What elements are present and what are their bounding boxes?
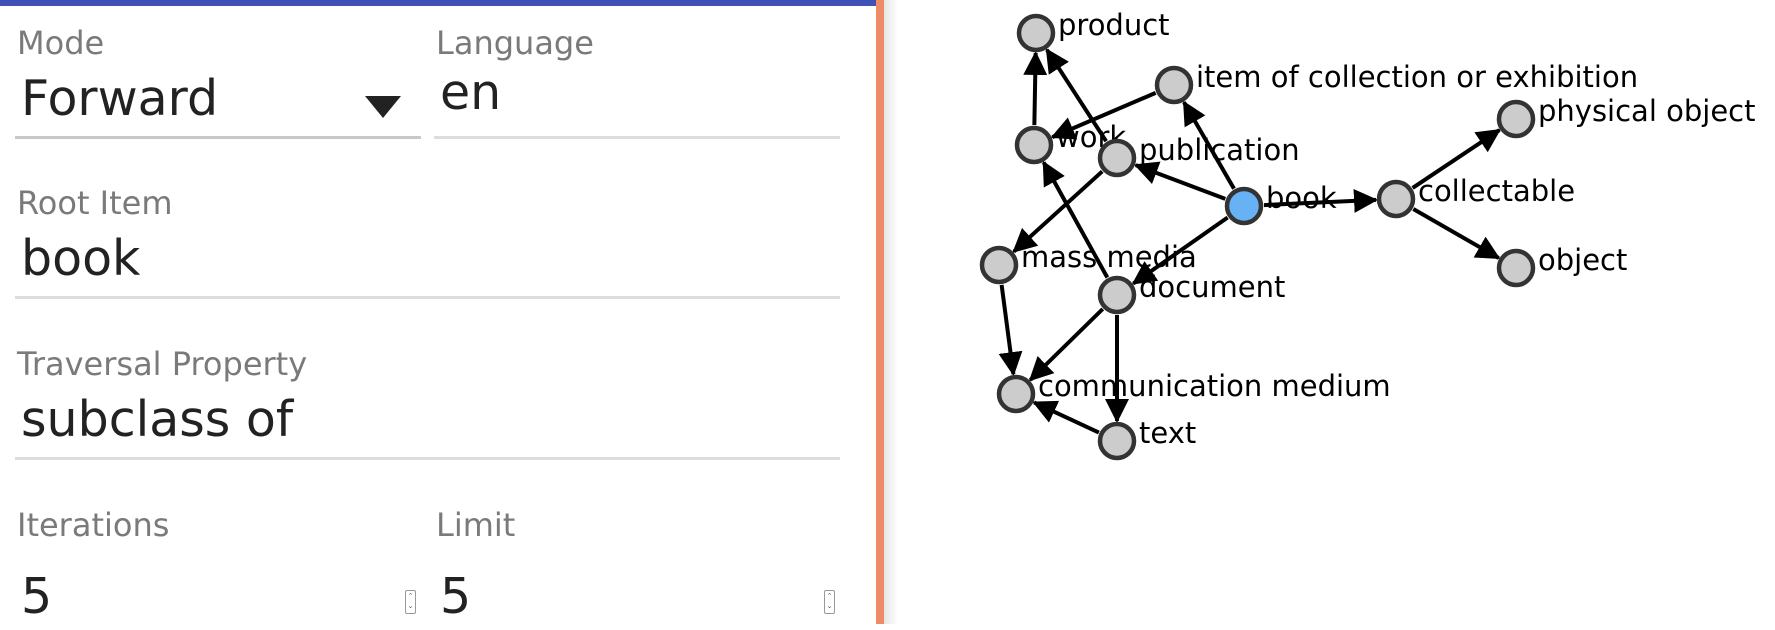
mode-value: Forward [21, 70, 219, 127]
edge-book-to-publication [1133, 161, 1226, 201]
edge-document-to-comm [1028, 307, 1105, 382]
mode-label: Mode [17, 24, 105, 62]
edge-book-to-document [1131, 215, 1229, 286]
iterations-stepper[interactable]: ⌃⌄ [405, 590, 416, 614]
traversal-property-label: Traversal Property [17, 345, 308, 383]
graph-node-document[interactable]: document [1097, 270, 1285, 315]
root-item-underline [15, 296, 840, 299]
node-circle-work[interactable] [1014, 125, 1054, 165]
graph-node-item[interactable]: item of collection or exhibition [1154, 60, 1638, 105]
edge-collectable-to-physical [1411, 128, 1502, 190]
edge-publication-to-product [1045, 48, 1108, 143]
language-field[interactable]: Language en [434, 24, 840, 164]
node-circle-item[interactable] [1154, 65, 1194, 105]
node-label-physical: physical object [1538, 94, 1755, 128]
limit-field[interactable]: Limit 5 ⌃⌄ [434, 506, 840, 630]
edge-item-to-work [1050, 91, 1157, 140]
traversal-property-underline [15, 457, 840, 460]
panel-shadow [884, 0, 898, 624]
limit-value[interactable]: 5 [440, 568, 472, 625]
node-circle-comm[interactable] [996, 374, 1036, 414]
node-label-book: book [1266, 181, 1337, 215]
iterations-label: Iterations [17, 506, 170, 544]
traversal-property-value[interactable]: subclass of [21, 391, 294, 448]
graph-node-publication[interactable]: publication [1097, 133, 1300, 178]
graph-node-physical[interactable]: physical object [1496, 94, 1755, 139]
edges-layer [998, 48, 1502, 435]
node-label-collectable: collectable [1418, 174, 1575, 208]
node-circle-publication[interactable] [1097, 138, 1137, 178]
limit-stepper[interactable]: ⌃⌄ [824, 590, 835, 614]
chevron-down-icon[interactable] [365, 96, 401, 118]
language-underline [434, 136, 840, 139]
node-circle-book[interactable] [1224, 186, 1264, 226]
node-circle-collectable[interactable] [1376, 179, 1416, 219]
iterations-field[interactable]: Iterations 5 ⌃⌄ [15, 506, 421, 630]
graph-node-comm[interactable]: communication medium [996, 369, 1391, 414]
node-label-document: document [1139, 270, 1285, 304]
edge-work-to-product [1023, 50, 1048, 126]
edge-mass-to-comm [998, 284, 1023, 377]
graph-node-collectable[interactable]: collectable [1376, 174, 1575, 219]
node-label-item: item of collection or exhibition [1196, 60, 1638, 94]
root-item-field[interactable]: Root Item book [15, 184, 840, 324]
root-item-value[interactable]: book [21, 230, 141, 287]
graph-node-mass[interactable]: mass media [979, 240, 1197, 285]
node-label-publication: publication [1139, 133, 1300, 167]
edge-publication-to-mass [1012, 169, 1104, 254]
node-label-comm: communication medium [1038, 369, 1391, 403]
node-circle-mass[interactable] [979, 245, 1019, 285]
graph-node-product[interactable]: product [1016, 8, 1170, 53]
language-label: Language [436, 24, 594, 62]
edge-document-to-work [1041, 160, 1110, 279]
edge-book-to-collectable [1263, 188, 1379, 213]
node-label-mass: mass media [1021, 240, 1197, 274]
edge-book-to-item [1182, 100, 1236, 190]
mode-select[interactable]: Mode Forward [15, 24, 421, 164]
traversal-property-field[interactable]: Traversal Property subclass of [15, 345, 840, 485]
node-circle-product[interactable] [1016, 13, 1056, 53]
node-label-object: object [1538, 243, 1627, 277]
graph-node-book[interactable]: book [1224, 181, 1337, 226]
node-label-text: text [1139, 416, 1196, 450]
node-label-product: product [1058, 8, 1170, 42]
panel-resize-handle[interactable] [876, 0, 884, 624]
edge-text-to-comm [1032, 400, 1100, 435]
limit-label: Limit [436, 506, 516, 544]
language-value[interactable]: en [440, 64, 502, 121]
settings-panel: Mode Forward Language en Root Item book … [0, 0, 876, 625]
node-circle-text[interactable] [1097, 421, 1137, 461]
edge-collectable-to-object [1412, 207, 1501, 260]
root-item-label: Root Item [17, 184, 173, 222]
iterations-value[interactable]: 5 [21, 568, 53, 625]
graph-node-object[interactable]: object [1496, 243, 1627, 288]
node-circle-physical[interactable] [1496, 99, 1536, 139]
graph-node-text[interactable]: text [1097, 416, 1196, 461]
node-circle-document[interactable] [1097, 275, 1137, 315]
node-circle-object[interactable] [1496, 248, 1536, 288]
mode-underline [15, 136, 421, 139]
